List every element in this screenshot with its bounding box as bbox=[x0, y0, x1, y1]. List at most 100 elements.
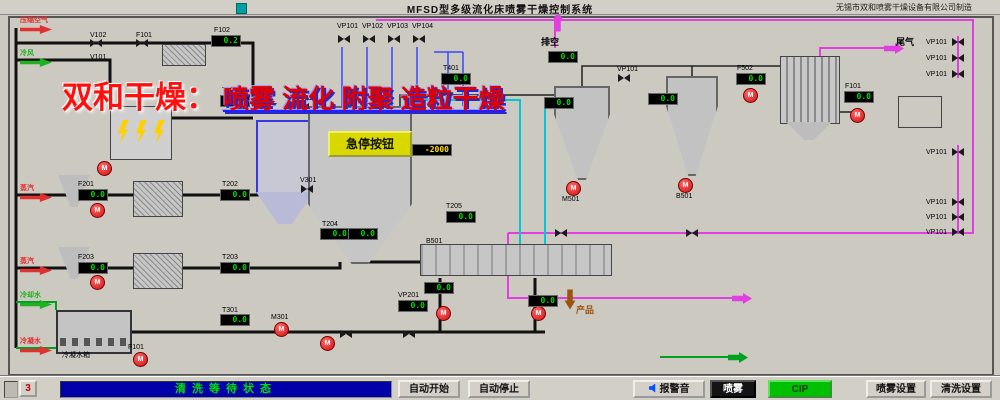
equipment-label: V201 bbox=[296, 95, 313, 102]
inlet-port: 压缩空气 bbox=[20, 17, 52, 34]
page-select-button[interactable]: 3 bbox=[19, 380, 37, 397]
emergency-stop-button[interactable]: 急停按钮 bbox=[328, 131, 412, 157]
air-filter bbox=[162, 44, 206, 66]
valve-icon[interactable] bbox=[952, 198, 964, 206]
valve-icon[interactable] bbox=[403, 330, 415, 338]
valve-icon[interactable] bbox=[686, 229, 698, 237]
page-title: MFSD型多级流化床喷雾干燥控制系统 bbox=[406, 5, 594, 16]
pump-icon[interactable]: M bbox=[436, 306, 451, 321]
value-display: 0.0 bbox=[424, 282, 454, 294]
arrow-icon bbox=[20, 58, 52, 67]
equipment-label: V101 bbox=[90, 54, 107, 61]
valve-icon[interactable] bbox=[952, 228, 964, 236]
valve-icon[interactable] bbox=[340, 330, 352, 338]
pump-icon[interactable]: M bbox=[274, 322, 289, 337]
pump-icon[interactable]: M bbox=[850, 108, 865, 123]
mixer-unit bbox=[898, 96, 942, 128]
title-bar: MFSD型多级流化床喷雾干燥控制系统 无锡市双和喷雾干燥设备有限公司制造 bbox=[0, 0, 1000, 16]
value-display: 0.0 bbox=[78, 262, 108, 274]
arrow-icon bbox=[20, 266, 52, 275]
equipment-label: F102 bbox=[214, 27, 230, 34]
pump-icon[interactable]: M bbox=[90, 203, 105, 218]
equipment-label: T201 bbox=[222, 87, 238, 94]
valve-icon[interactable] bbox=[618, 74, 630, 82]
value-display: 0.0 bbox=[220, 189, 250, 201]
pump-icon[interactable]: M bbox=[97, 161, 112, 176]
value-display: 0.0 bbox=[544, 97, 574, 109]
valve-icon[interactable] bbox=[952, 38, 964, 46]
condensate-tank bbox=[56, 310, 132, 354]
spray-button[interactable]: 喷雾 bbox=[710, 380, 756, 398]
lightning-icon bbox=[154, 120, 165, 144]
equipment-label: VP101 bbox=[337, 23, 359, 30]
spray-settings-button[interactable]: 喷雾设置 bbox=[866, 380, 926, 398]
valve-icon[interactable] bbox=[952, 213, 964, 221]
equipment-label: VP103 bbox=[387, 23, 409, 30]
valve-icon[interactable] bbox=[952, 54, 964, 62]
equipment-label: T204 bbox=[322, 221, 338, 228]
value-display: 0.0 bbox=[220, 262, 250, 274]
valve-icon[interactable] bbox=[413, 35, 425, 43]
auto-start-button[interactable]: 自动开始 bbox=[398, 380, 460, 398]
equipment-label: 冷凝水箱 bbox=[62, 352, 90, 359]
valve-icon[interactable] bbox=[388, 35, 400, 43]
valve-icon[interactable] bbox=[338, 35, 350, 43]
pump-icon[interactable]: M bbox=[566, 181, 581, 196]
cip-button[interactable]: CIP bbox=[768, 380, 832, 398]
equipment-label: VP201 bbox=[398, 292, 420, 299]
pump-icon[interactable]: M bbox=[133, 352, 148, 367]
pump-icon[interactable]: M bbox=[320, 336, 335, 351]
valve-icon[interactable] bbox=[363, 35, 375, 43]
value-display: 0.0 bbox=[648, 93, 678, 105]
equipment-label: VP101 bbox=[926, 229, 948, 236]
value-display: 0.0 bbox=[220, 314, 250, 326]
lightning-icon bbox=[118, 120, 129, 144]
value-display: 0.0 bbox=[844, 91, 874, 103]
equipment-label: F101 bbox=[128, 344, 144, 351]
valve-icon[interactable] bbox=[297, 103, 309, 111]
equipment-label: VP101 bbox=[926, 149, 948, 156]
value-display: -2000 bbox=[412, 144, 452, 156]
pump-icon[interactable]: M bbox=[531, 306, 546, 321]
pump-icon[interactable]: M bbox=[90, 275, 105, 290]
equipment-label: T205 bbox=[446, 203, 462, 210]
equipment-label: VP101 bbox=[926, 71, 948, 78]
inlet-label: 冷风 bbox=[20, 50, 34, 57]
valve-icon[interactable] bbox=[952, 148, 964, 156]
equipment-label: VP101 bbox=[926, 214, 948, 221]
equipment-label: F203 bbox=[78, 254, 94, 261]
valve-icon[interactable] bbox=[555, 229, 567, 237]
arrow-icon bbox=[20, 25, 52, 34]
equipment-label: T401 bbox=[443, 65, 459, 72]
equipment-label: F101 bbox=[136, 32, 152, 39]
equipment-label: VP101 bbox=[926, 39, 948, 46]
equipment-label: M301 bbox=[271, 314, 289, 321]
alarm-sound-button[interactable]: 报警音 bbox=[633, 380, 705, 398]
value-display: 0.0 bbox=[441, 73, 471, 85]
valve-icon[interactable] bbox=[136, 39, 148, 47]
valve-icon[interactable] bbox=[90, 39, 102, 47]
pump-icon[interactable]: M bbox=[743, 88, 758, 103]
equipment-label: F502 bbox=[737, 65, 753, 72]
inlet-label: 蒸汽 bbox=[20, 258, 34, 265]
manufacturer-label: 无锡市双和喷雾干燥设备有限公司制造 bbox=[836, 3, 972, 12]
pump-icon[interactable]: M bbox=[678, 178, 693, 193]
bottom-bar: 3 清洗等待状态 自动开始 自动停止 报警音 喷雾 CIP 喷雾设置 清洗设置 bbox=[0, 376, 1000, 400]
valve-icon[interactable] bbox=[952, 70, 964, 78]
fluid-bed-dryer bbox=[420, 244, 612, 276]
heat-exchanger bbox=[133, 253, 183, 289]
equipment-label: V301 bbox=[300, 177, 317, 184]
heat-exchanger bbox=[133, 181, 183, 217]
value-display: 0.0 bbox=[736, 73, 766, 85]
valve-icon[interactable] bbox=[301, 185, 313, 193]
status-bar: 清洗等待状态 bbox=[60, 381, 392, 398]
clean-settings-button[interactable]: 清洗设置 bbox=[930, 380, 992, 398]
auto-stop-button[interactable]: 自动停止 bbox=[468, 380, 530, 398]
inlet-label: 压缩空气 bbox=[20, 17, 48, 24]
equipment-label: VP102 bbox=[362, 23, 384, 30]
